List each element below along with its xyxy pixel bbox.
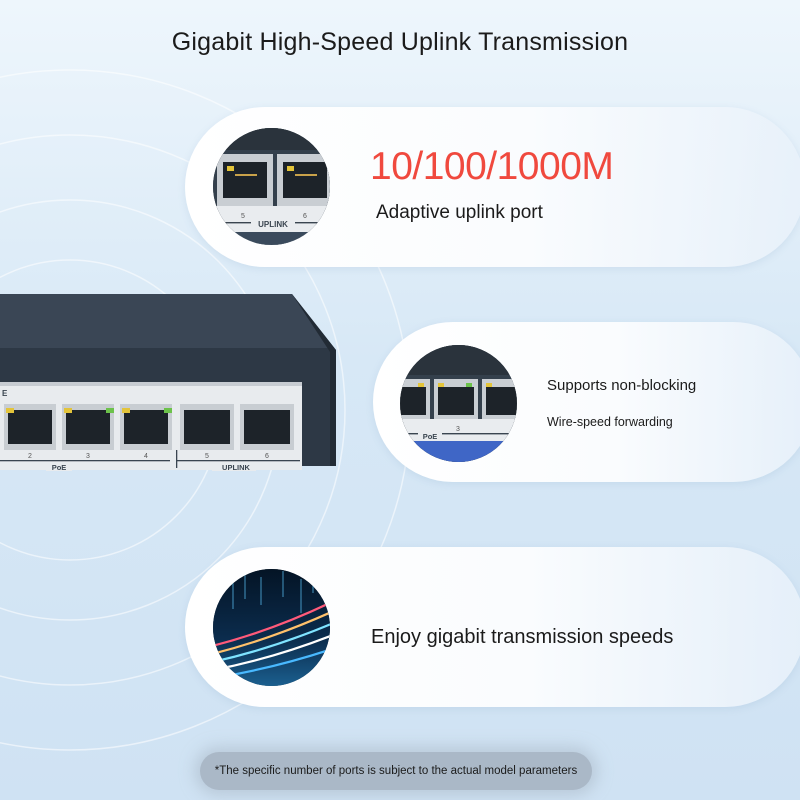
switch-uplink-label: UPLINK	[222, 463, 251, 472]
switch-port-number-5: 5	[205, 453, 209, 460]
switch-port-number-3: 3	[86, 453, 90, 460]
uplink-ports-photo: 5 6 UPLINK	[213, 128, 330, 245]
network-switch-device: E 2 3 4 5 6 PoE UPLINK	[0, 294, 336, 472]
page-title: Gigabit High-Speed Uplink Transmission	[171, 28, 629, 56]
switch-port-group	[4, 404, 294, 450]
poe-port-number-3: 3	[456, 426, 460, 433]
nonblocking-line-1: Supports non-blocking	[547, 377, 697, 394]
speed-heading: 10/100/1000M	[370, 145, 614, 188]
poe-group-label: PoE	[423, 432, 438, 441]
nonblocking-line-2: Wire-speed forwarding	[547, 415, 673, 429]
poe-ports-photo: 3 PoE	[400, 345, 517, 462]
switch-port-number-2: 2	[28, 453, 32, 460]
uplink-description: Adaptive uplink port	[376, 202, 543, 223]
speed-description: Enjoy gigabit transmission speeds	[371, 626, 674, 648]
light-trail-photo	[213, 569, 330, 686]
uplink-port-number-6: 6	[303, 213, 307, 220]
uplink-group-label: UPLINK	[258, 220, 288, 229]
switch-poe-label: PoE	[52, 463, 67, 472]
switch-port-number-6: 6	[265, 453, 269, 460]
switch-partial-label: E	[2, 389, 8, 398]
model-disclaimer: *The specific number of ports is subject…	[200, 752, 592, 790]
uplink-port-number-5: 5	[241, 213, 245, 220]
switch-port-number-4: 4	[144, 453, 148, 460]
